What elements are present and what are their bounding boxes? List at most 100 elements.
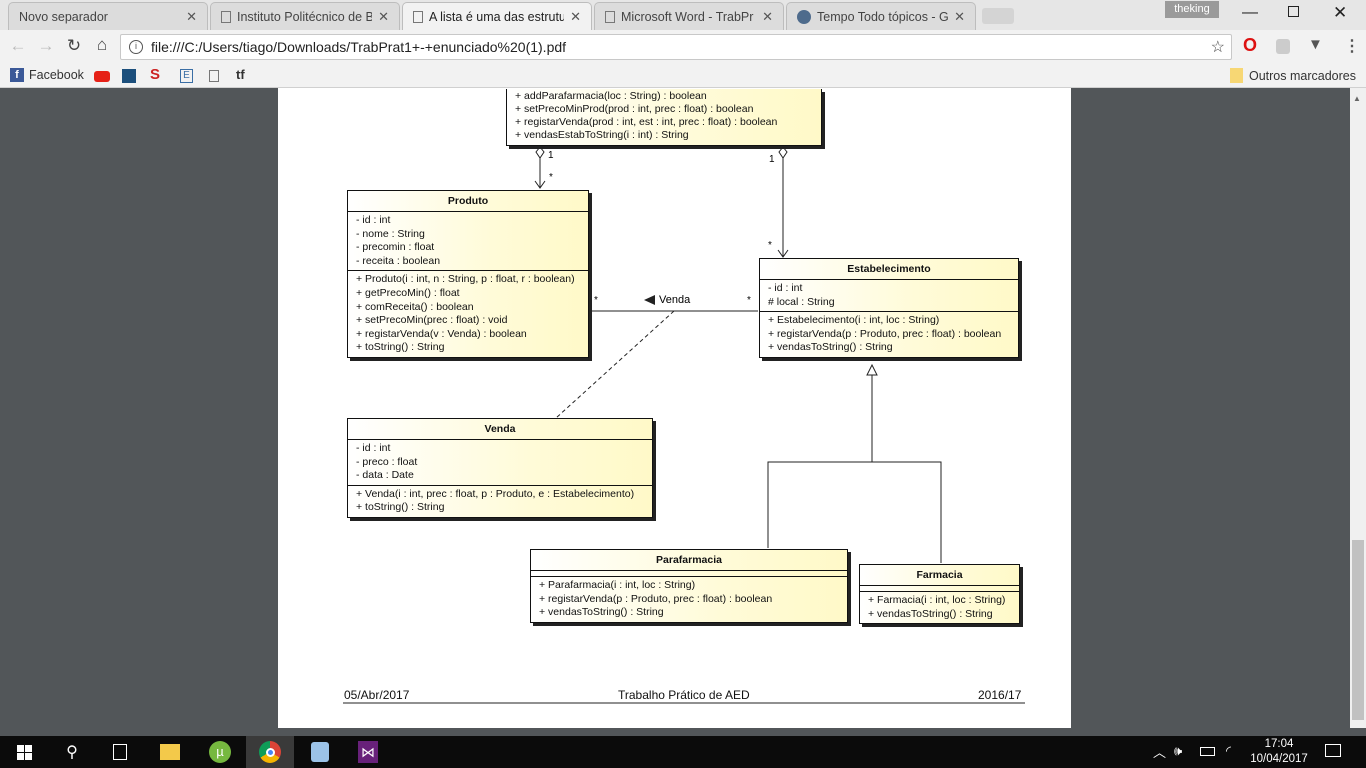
class-box-main: + addParafarmacia(loc : String) : boolea… bbox=[506, 89, 822, 146]
page-icon bbox=[413, 10, 423, 23]
method: + comReceita() : boolean bbox=[356, 300, 474, 313]
attribute: # local : String bbox=[768, 295, 835, 308]
visual-studio-icon: ⋈ bbox=[358, 741, 378, 763]
method: + Produto(i : int, n : String, p : float… bbox=[356, 273, 575, 286]
bookmark-page-icon[interactable] bbox=[209, 70, 219, 82]
opera-icon[interactable]: O bbox=[1243, 35, 1258, 55]
tab-microsoft-word[interactable]: Microsoft Word - TrabPr✕ bbox=[594, 2, 784, 30]
chevron-up-icon[interactable]: ︿ bbox=[1153, 745, 1167, 760]
bookmarks-bar: f Facebook S E tf Outros marcadores bbox=[0, 64, 1366, 88]
attribute: - id : int bbox=[356, 214, 391, 226]
attribute: - id : int bbox=[356, 442, 391, 454]
tab-novo-separador[interactable]: Novo separador✕ bbox=[8, 2, 208, 30]
class-box-estabelecimento: Estabelecimento - id : int# local : Stri… bbox=[759, 258, 1019, 358]
multiplicity-label: * bbox=[549, 172, 553, 183]
multiplicity-label: 1 bbox=[769, 154, 775, 165]
file-explorer-button[interactable] bbox=[146, 736, 194, 768]
extension-cube-icon[interactable] bbox=[1276, 39, 1290, 54]
method: + Parafarmacia(i : int, loc : String) bbox=[539, 579, 696, 591]
task-view-icon bbox=[113, 744, 127, 760]
wifi-icon[interactable]: ◜ bbox=[1226, 743, 1232, 758]
new-tab-button[interactable] bbox=[982, 8, 1014, 24]
class-box-produto: Produto - id : int- nome : String- preco… bbox=[347, 190, 589, 358]
class-name: Parafarmacia bbox=[531, 550, 847, 571]
method: + Farmacia(i : int, loc : String) bbox=[868, 594, 1006, 606]
visual-studio-button[interactable]: ⋈ bbox=[344, 736, 392, 768]
method: + registarVenda(v : Venda) : boolean bbox=[356, 327, 527, 340]
clock-date: 10/04/2017 bbox=[1250, 753, 1308, 765]
footer-title: Trabalho Prático de AED bbox=[618, 688, 750, 702]
info-icon: i bbox=[129, 40, 143, 54]
class-name: Farmacia bbox=[860, 565, 1019, 586]
attribute: - precomin : float bbox=[356, 241, 435, 254]
class-box-parafarmacia: Parafarmacia + Parafarmacia(i : int, loc… bbox=[530, 549, 848, 623]
tab-bar: Novo separador✕ Instituto Politécnico de… bbox=[0, 0, 1366, 30]
utorrent-icon: µ bbox=[209, 741, 231, 763]
battery-icon[interactable] bbox=[1200, 747, 1215, 756]
class-name: Venda bbox=[348, 419, 652, 440]
method: + getPrecoMin() : float bbox=[356, 286, 460, 299]
method: + addParafarmacia(loc : String) : boolea… bbox=[515, 90, 707, 102]
star-icon[interactable]: ☆ bbox=[1210, 39, 1225, 56]
start-button[interactable] bbox=[0, 736, 48, 768]
method: + vendasToString() : String bbox=[768, 341, 893, 354]
bookmark-facebook[interactable]: f Facebook bbox=[10, 68, 84, 82]
scrollbar[interactable]: ▲ bbox=[1350, 88, 1366, 728]
youtube-icon[interactable] bbox=[94, 71, 110, 82]
virtualbox-button[interactable] bbox=[296, 736, 344, 768]
close-icon[interactable]: ✕ bbox=[378, 8, 389, 24]
close-window-button[interactable]: ✕ bbox=[1333, 3, 1348, 22]
bookmark-e-icon[interactable]: E bbox=[180, 69, 193, 83]
tab-instituto[interactable]: Instituto Politécnico de B✕ bbox=[210, 2, 400, 30]
bookmark-s-icon[interactable]: S bbox=[150, 66, 161, 83]
address-bar[interactable]: i file:///C:/Users/tiago/Downloads/TrabP… bbox=[120, 34, 1232, 60]
maximize-button[interactable] bbox=[1288, 6, 1299, 17]
association-label: Venda bbox=[659, 294, 691, 306]
multiplicity-label: 1 bbox=[548, 150, 554, 161]
scroll-thumb[interactable] bbox=[1352, 540, 1364, 720]
volume-icon[interactable]: 🕪 bbox=[1174, 743, 1183, 758]
task-view-button[interactable] bbox=[96, 736, 144, 768]
method: + toString() : String bbox=[356, 501, 445, 514]
home-button[interactable]: ⌂ bbox=[96, 35, 108, 54]
forward-button[interactable]: → bbox=[37, 36, 55, 55]
chrome-button[interactable] bbox=[246, 736, 294, 768]
bookmark-ig-icon[interactable] bbox=[122, 69, 136, 83]
multiplicity-label: * bbox=[768, 240, 772, 251]
close-icon[interactable]: ✕ bbox=[186, 8, 197, 24]
back-button[interactable]: ← bbox=[9, 36, 27, 55]
site-icon bbox=[797, 9, 811, 24]
bookmark-tf-icon[interactable]: tf bbox=[236, 67, 245, 82]
close-icon[interactable]: ✕ bbox=[762, 8, 773, 24]
close-icon[interactable]: ✕ bbox=[570, 8, 581, 24]
method: + vendasEstabToString(i : int) : String bbox=[515, 129, 689, 141]
class-name: Produto bbox=[348, 191, 588, 212]
page-icon bbox=[221, 10, 231, 23]
folder-icon bbox=[160, 744, 180, 760]
scroll-up-icon[interactable]: ▲ bbox=[1353, 94, 1361, 103]
notifications-icon[interactable] bbox=[1325, 744, 1341, 757]
tab-tempo-todo[interactable]: Tempo Todo tópicos - G✕ bbox=[786, 2, 976, 30]
close-icon[interactable]: ✕ bbox=[954, 8, 965, 24]
minimize-button[interactable]: — bbox=[1242, 4, 1258, 21]
folder-icon bbox=[1230, 68, 1243, 83]
method: + registarVenda(prod : int, est : int, p… bbox=[515, 116, 778, 128]
chrome-icon bbox=[259, 741, 281, 763]
profile-badge[interactable]: theking bbox=[1165, 1, 1219, 18]
footer-year: 2016/17 bbox=[978, 688, 1022, 702]
attribute: - data : Date bbox=[356, 469, 414, 482]
menu-icon[interactable]: ⋮ bbox=[1344, 38, 1360, 55]
class-box-farmacia: Farmacia + Farmacia(i : int, loc : Strin… bbox=[859, 564, 1020, 625]
extension-filter-icon[interactable]: ▼ bbox=[1308, 36, 1323, 53]
method: + Venda(i : int, prec : float, p : Produ… bbox=[356, 487, 635, 500]
search-button[interactable]: ⚲ bbox=[48, 736, 96, 768]
reload-button[interactable]: ↻ bbox=[66, 36, 82, 55]
utorrent-button[interactable]: µ bbox=[196, 736, 244, 768]
method: + registarVenda(p : Produto, prec : floa… bbox=[768, 327, 1002, 340]
bookmark-other[interactable]: Outros marcadores bbox=[1230, 68, 1356, 83]
windows-icon bbox=[16, 744, 32, 760]
tab-a-lista[interactable]: A lista é uma das estrutu✕ bbox=[402, 2, 592, 30]
method: + toString() : String bbox=[356, 341, 445, 354]
